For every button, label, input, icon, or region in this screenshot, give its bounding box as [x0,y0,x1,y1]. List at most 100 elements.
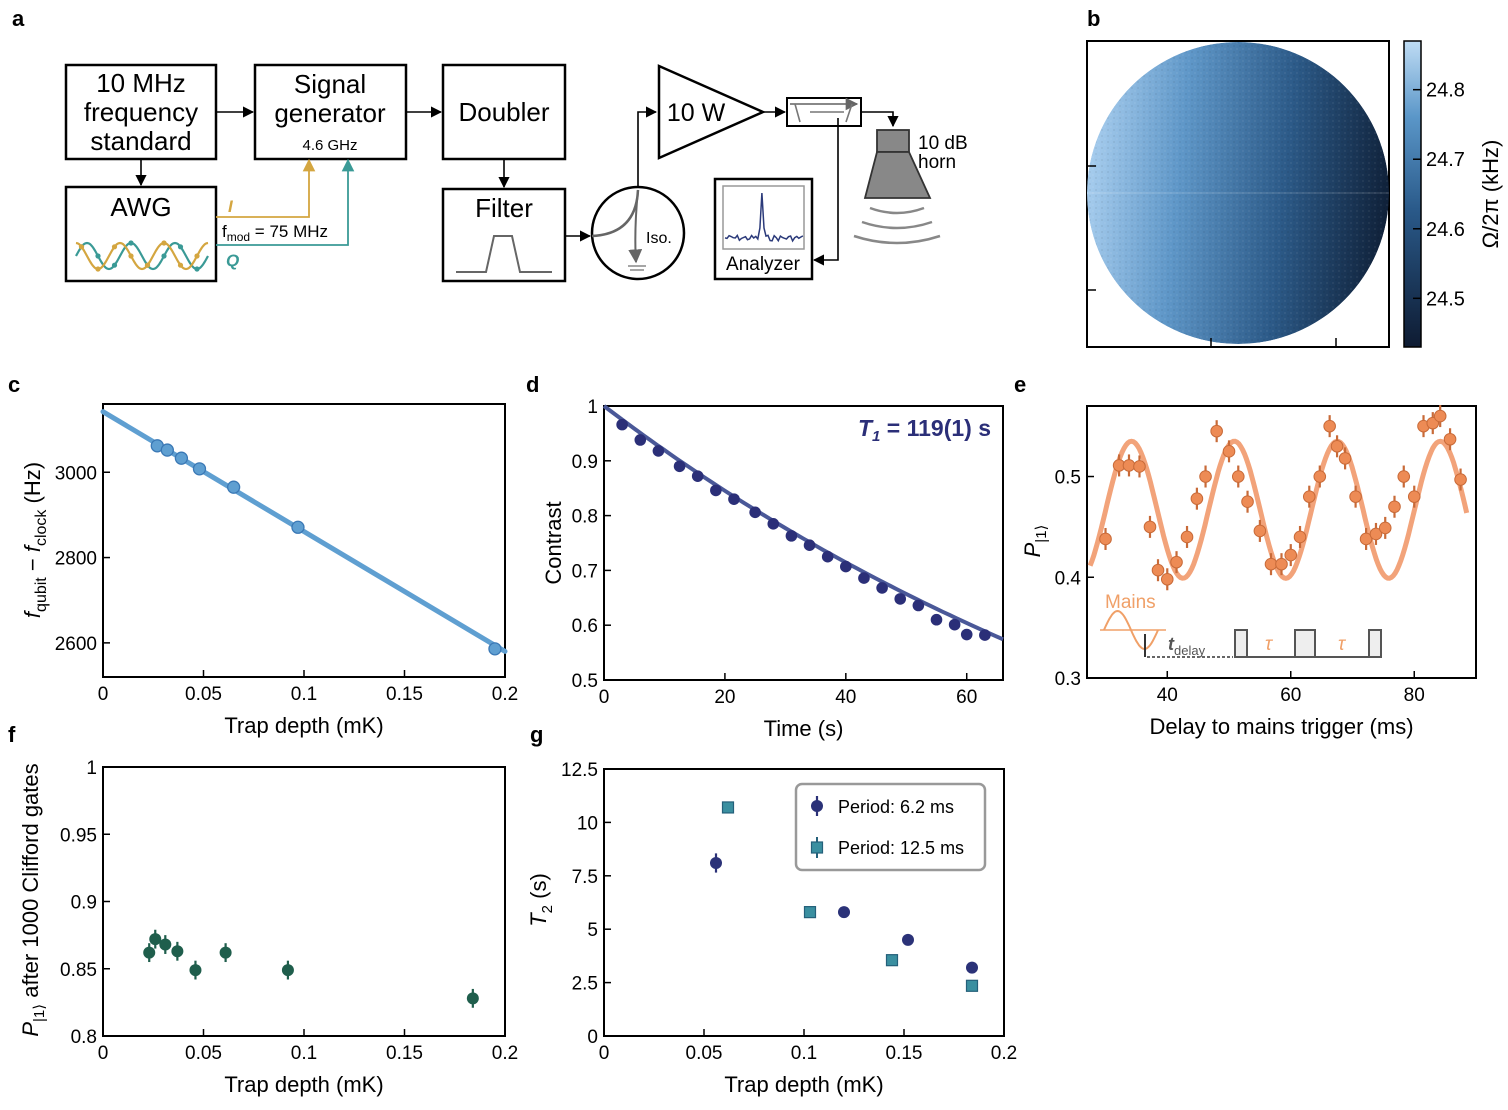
data-point [1388,500,1401,514]
x-tick-label: 0.15 [386,1043,423,1064]
colorbar-tick-label: 24.5 [1426,288,1465,310]
x-tick-label: 0.05 [185,684,222,705]
signal-generator-freq: 4.6 GHz [302,137,357,154]
data-point [291,520,305,534]
horn-label-line2: horn [918,152,956,173]
data-point [143,946,156,959]
horn-label-line1: 10 dB [918,133,968,154]
legend-box [794,782,987,872]
awg-i-wave-sample [128,253,134,259]
awg-i-wave-sample [144,262,151,268]
data-point [652,445,665,457]
data-point [1241,495,1254,509]
x-axis-label: Time (s) [764,716,844,741]
data-point [1210,424,1223,438]
data-point [858,572,870,584]
awg-i-wave-sample [161,240,167,246]
x-axis-label: Trap depth (mK) [724,1072,883,1097]
x-tick-label: 40 [835,687,856,708]
data-point [1199,470,1212,483]
data-point [226,480,241,494]
awg-i-wave-sample [111,244,118,250]
freq-standard-line3: standard [90,126,191,156]
x-tick-label: 0.2 [991,1043,1017,1064]
data-point [1338,452,1352,465]
awg-i-wave-sample [95,266,101,272]
x-tick-label: 20 [714,687,735,708]
data-point [1133,460,1146,473]
colorbar-label: Ω/2π (kHz) [1478,140,1503,249]
x-tick-label: 0 [599,1043,610,1064]
legend-label: Period: 6.2 ms [838,797,954,817]
data-point [749,506,761,519]
data-point [1190,492,1204,505]
data-point [1151,563,1165,577]
t1-annotation: T1 = 119(1) s [858,415,991,445]
panel-label-e: e [1014,372,1026,397]
data-point [159,938,172,951]
y-tick-label: 0.9 [71,893,97,914]
series-12-5ms-point [721,801,735,814]
ylabel-unit: (Hz) [20,462,45,510]
ylabel-rest: (s) [526,873,551,905]
x-tick-label: 0 [98,684,109,705]
filter-passband-icon [456,235,552,273]
y-axis-label: P|1⟩ after 1000 Clifford gates [18,763,48,1036]
data-point [803,539,816,551]
data-point [894,593,907,605]
data-point [1293,530,1307,544]
signal-generator-line1: Signal [294,69,366,99]
ylabel-minus: − [20,552,45,577]
tdelay-sub: delay [1174,643,1206,658]
y-axis-label: fqubit − fclock (Hz) [20,462,50,618]
inset-tdelay-label: tdelay [1168,634,1206,658]
y-tick-label: 0.4 [1055,568,1082,589]
plot-frame [102,766,506,1037]
colorbar-ticks: 24.824.724.624.5 [1413,80,1465,310]
horn-feed [876,129,910,153]
awg-label: AWG [110,192,171,222]
arrow-coupler-to-horn [861,111,899,128]
y-tick-label: 0.8 [71,1027,97,1048]
y-tick-label: 2600 [55,634,97,655]
y-tick-label: 0.8 [572,507,598,528]
data-point [1180,530,1194,544]
data-point [979,629,991,641]
data-point [189,964,202,977]
data-point [1359,532,1373,546]
y-tick-label: 0.6 [572,616,598,637]
awg-q-wave-sample [111,262,118,268]
x-axis-label: Delay to mains trigger (ms) [1149,714,1413,739]
y-axis-label: T2 (s) [526,873,556,927]
data-point [1302,490,1316,503]
y-tick-label: 0.9 [572,452,598,473]
y-tick-label: 0 [587,1027,598,1048]
data-point [673,460,686,473]
data-point [1253,524,1267,538]
colorbar [1403,40,1422,348]
data-point [1397,470,1411,483]
data-point [1122,459,1136,472]
data-point [616,418,628,431]
data-point [1160,572,1174,586]
data-point [1222,445,1236,458]
series-6-2ms-point [838,906,850,919]
x-tick-label: 60 [956,687,977,708]
series-12-5ms-point [965,979,979,992]
data-point [912,599,925,612]
i-label: I [228,197,234,216]
inset-tau-label: τ [1338,634,1347,655]
panel-label-f: f [8,722,16,747]
freq-standard-line1: 10 MHz [96,68,186,98]
t1-value: = 119(1) s [880,415,991,441]
data-point [1284,548,1298,562]
x-axis-label: Trap depth (mK) [224,713,383,738]
ylabel-sub: 2 [539,905,556,913]
signal-generator-box [253,63,408,161]
x-tick-label: 0 [98,1043,109,1064]
colorbar-tick-label: 24.6 [1426,219,1465,241]
x-tick-label: 0.05 [185,1043,222,1064]
